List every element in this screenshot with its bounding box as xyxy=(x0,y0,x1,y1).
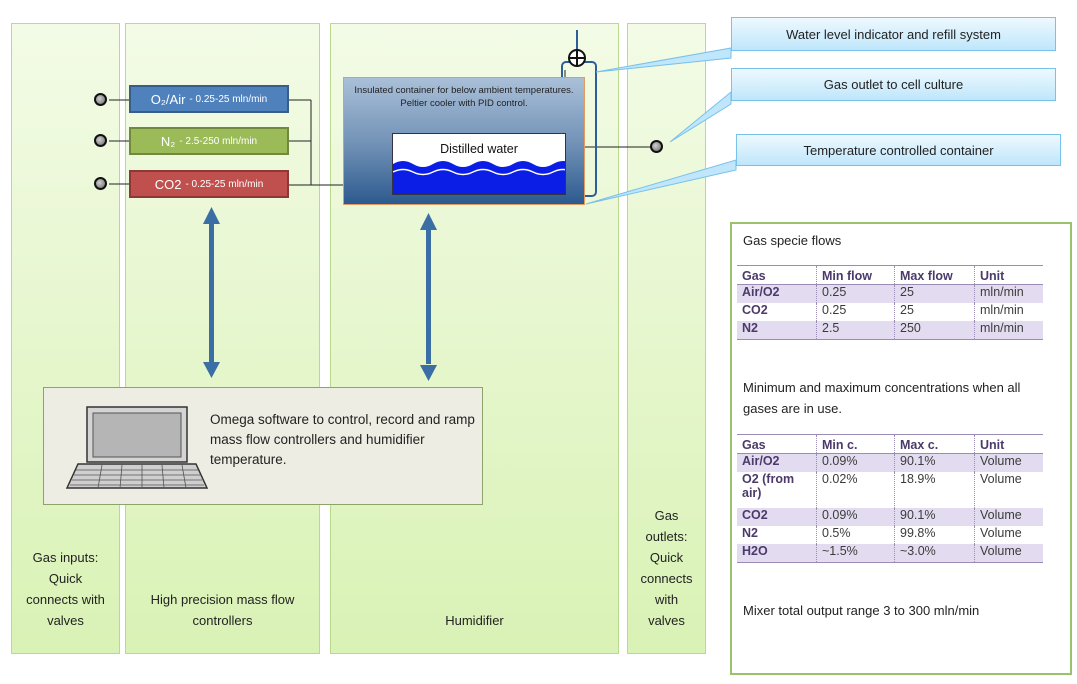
table-header-cell: Unit xyxy=(974,265,1043,285)
software-panel: Omega software to control, record and ra… xyxy=(43,387,483,505)
concentration-table: Gas Min c. Max c. Unit Air/O2 0.09% 90.1… xyxy=(737,434,1043,563)
table-row: N2 0.5% 99.8% Volume xyxy=(737,526,1043,544)
table-cell: CO2 xyxy=(737,508,817,526)
table-cell: 250 xyxy=(894,321,975,340)
table-cell: 90.1% xyxy=(894,453,975,472)
table-header-cell: Gas xyxy=(737,434,817,454)
table-cell: 0.5% xyxy=(816,526,895,544)
callout-water-level: Water level indicator and refill system xyxy=(731,17,1056,51)
mfc-o2-range: - 0.25-25 mln/min xyxy=(189,93,268,105)
table-cell: 99.8% xyxy=(894,526,975,544)
table-cell: Air/O2 xyxy=(737,453,817,472)
table-cell: 18.9% xyxy=(894,472,975,508)
table-header-cell: Gas xyxy=(737,265,817,285)
mfc-column: High precision mass flow controllers xyxy=(125,23,320,654)
mfc-co2: CO2- 0.25-25 mln/min xyxy=(129,170,289,198)
concentration-table-header: Gas Min c. Max c. Unit xyxy=(737,434,1043,454)
table-cell: ~3.0% xyxy=(894,544,975,563)
callout-temperature: Temperature controlled container xyxy=(736,134,1061,166)
table-cell: 25 xyxy=(894,303,975,321)
water-waves-icon xyxy=(393,161,565,194)
table-cell: N2 xyxy=(737,526,817,544)
table-cell: ~1.5% xyxy=(816,544,895,563)
callout-gas-outlet-text: Gas outlet to cell culture xyxy=(823,77,964,92)
mfc-n2-name: N₂ xyxy=(160,133,176,149)
mfc-o2-name: O₂/Air xyxy=(150,91,186,107)
mfc-label: High precision mass flow controllers xyxy=(150,592,295,628)
flows-table: Gas Min flow Max flow Unit Air/O2 0.25 2… xyxy=(737,265,1043,340)
table-row: Air/O2 0.25 25 mln/min xyxy=(737,284,1043,303)
table-cell: Volume xyxy=(980,526,1022,540)
mfc-co2-name: CO2 xyxy=(154,176,182,192)
insulated-container-text: Insulated container for below ambient te… xyxy=(354,85,574,109)
table-cell: 0.09% xyxy=(816,453,895,472)
table-cell: 25 xyxy=(894,284,975,303)
concentration-text: Minimum and maximum concentrations when … xyxy=(743,380,1021,416)
table-header-cell: Max flow xyxy=(894,265,975,285)
gas-outlets-label: Gas outlets: Quick connects with valves xyxy=(640,508,693,628)
table-cell: Air/O2 xyxy=(737,284,817,303)
table-cell: 0.09% xyxy=(816,508,895,526)
mixer-output-text: Mixer total output range 3 to 300 mln/mi… xyxy=(743,603,980,618)
callout-water-level-text: Water level indicator and refill system xyxy=(786,26,1001,42)
gas-inputs-label: Gas inputs: Quick connects with valves xyxy=(26,550,105,628)
table-header-cell: Unit xyxy=(974,434,1043,454)
gas-input-port-co2[interactable] xyxy=(94,177,107,190)
callout-gas-outlet: Gas outlet to cell culture xyxy=(731,68,1056,101)
table-row: H2O ~1.5% ~3.0% Volume xyxy=(737,544,1043,563)
table-cell: 90.1% xyxy=(894,508,975,526)
table-cell: 2.5 xyxy=(816,321,895,340)
table-cell: CO2 xyxy=(737,303,817,321)
table-cell: mln/min xyxy=(974,284,1043,303)
table-header-cell: Min flow xyxy=(816,265,895,285)
table-row: CO2 0.25 25 mln/min xyxy=(737,303,1043,321)
table-cell: Volume xyxy=(980,472,1022,486)
table-cell: N2 xyxy=(737,321,817,340)
callout-temperature-text: Temperature controlled container xyxy=(803,142,994,158)
laptop-icon xyxy=(65,406,209,489)
table-cell: Volume xyxy=(974,453,1043,472)
gas-info-panel: Gas specie flows Gas Min flow Max flow U… xyxy=(730,222,1072,675)
table-cell: O2 (from air) xyxy=(737,472,817,508)
gas-outlet-port[interactable] xyxy=(650,140,663,153)
table-row: Air/O2 0.09% 90.1% Volume xyxy=(737,453,1043,472)
distilled-water-tank: Distilled water xyxy=(392,133,566,195)
table-cell: mln/min xyxy=(974,321,1043,340)
table-cell: mln/min xyxy=(980,303,1024,317)
mfc-n2-range: - 2.5-250 mln/min xyxy=(179,135,258,147)
gas-inputs-column: Gas inputs: Quick connects with valves xyxy=(11,23,120,654)
mfc-o2-air: O₂/Air- 0.25-25 mln/min xyxy=(129,85,289,113)
gas-input-port-o2[interactable] xyxy=(94,93,107,106)
flows-table-header: Gas Min flow Max flow Unit xyxy=(737,265,1043,285)
table-cell: H2O xyxy=(737,544,817,563)
table-cell: Volume xyxy=(974,544,1043,563)
table-row: N2 2.5 250 mln/min xyxy=(737,321,1043,340)
flows-title: Gas specie flows xyxy=(743,233,842,248)
table-row: CO2 0.09% 90.1% Volume xyxy=(737,508,1043,526)
humidifier-label: Humidifier xyxy=(445,613,504,628)
table-header-cell: Min c. xyxy=(816,434,895,454)
distilled-water-label: Distilled water xyxy=(440,142,518,156)
gas-input-port-n2[interactable] xyxy=(94,134,107,147)
gas-outlets-column: Gas outlets: Quick connects with valves xyxy=(627,23,706,654)
mfc-n2: N₂- 2.5-250 mln/min xyxy=(129,127,289,155)
table-cell: 0.02% xyxy=(816,472,895,508)
table-header-cell: Max c. xyxy=(894,434,975,454)
table-row: O2 (from air) 0.02% 18.9% Volume xyxy=(737,472,1043,508)
table-cell: 0.25 xyxy=(816,284,895,303)
table-cell: 0.25 xyxy=(816,303,895,321)
mfc-co2-range: - 0.25-25 mln/min xyxy=(185,178,264,190)
table-cell: Volume xyxy=(974,508,1043,526)
software-description: Omega software to control, record and ra… xyxy=(210,412,475,467)
